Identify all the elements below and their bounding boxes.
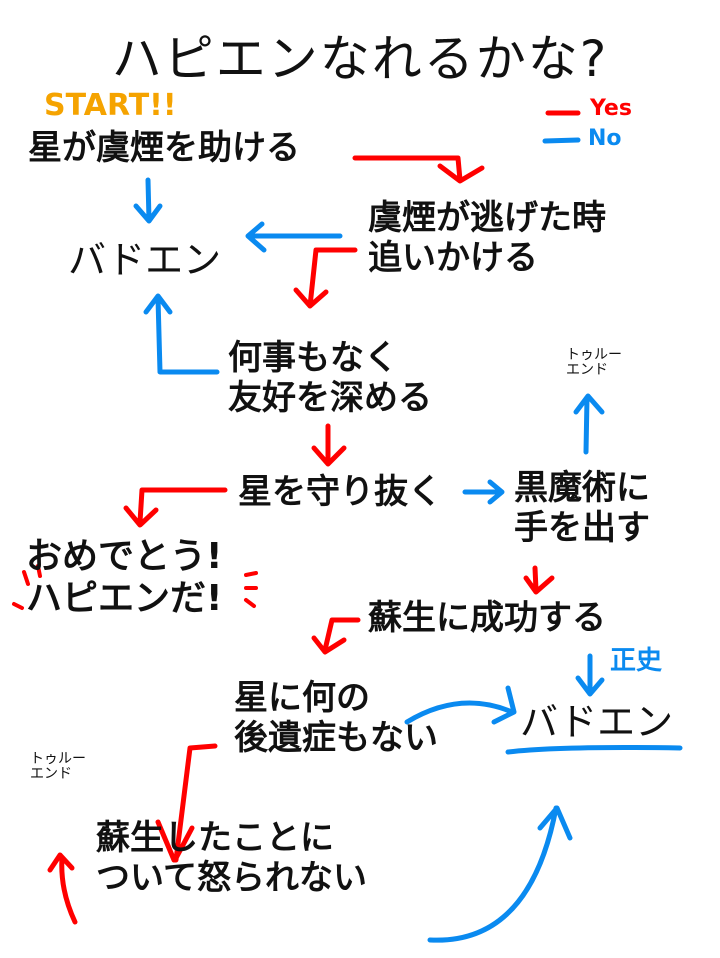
sparkle-marks-right bbox=[244, 571, 258, 608]
arrow-no-noaftereffects-to-badend2 bbox=[404, 685, 517, 725]
arrow-no-friendship-to-badend bbox=[143, 293, 220, 375]
arrow-yes-noaftereffects-to-notscolded bbox=[155, 743, 218, 863]
canon-label: 正史 bbox=[610, 646, 663, 676]
arrow-yes-notscolded-to-trueend2 bbox=[47, 852, 78, 925]
node-revive: 蘇生に成功する bbox=[368, 598, 606, 638]
node-friendship: 何事もなく 友好を深める bbox=[228, 338, 432, 419]
arrow-yes-protect-to-happyend bbox=[123, 487, 228, 528]
node-true-end-2: トゥルー エンド bbox=[30, 751, 86, 783]
sparkle-marks-left bbox=[12, 564, 42, 610]
node-black-magic: 黒魔術に 手を出す bbox=[514, 468, 650, 549]
node-not-scolded: 蘇生したことに ついて怒られない bbox=[96, 818, 367, 899]
arrow-yes-help-to-chase bbox=[352, 155, 485, 184]
node-bad-end-2: バドエン bbox=[520, 700, 674, 744]
node-happy-end: おめでとう! ハピエンだ! bbox=[26, 536, 223, 620]
arrow-yes-chase-to-friendship bbox=[293, 247, 358, 309]
node-chase: 虞煙が逃げた時 追いかける bbox=[368, 198, 606, 279]
arrow-yes-blackmagic-to-revive bbox=[523, 565, 555, 595]
arrow-no-revive-to-badend2 bbox=[575, 653, 605, 697]
arrow-yes-friendship-to-protect bbox=[311, 423, 347, 467]
node-no-aftereffects: 星に何の 後遺症もない bbox=[234, 678, 438, 759]
arrow-no-protect-to-blackmagic bbox=[462, 479, 505, 505]
node-true-end-1: トゥルー エンド bbox=[566, 347, 622, 379]
legend-no-label: No bbox=[588, 126, 622, 151]
node-protect: 星を守り抜く bbox=[238, 472, 442, 512]
arrow-no-help-to-badend bbox=[133, 177, 163, 224]
legend-yes-label: Yes bbox=[590, 96, 632, 121]
legend-no-line bbox=[542, 137, 581, 144]
start-label: START!! bbox=[44, 88, 177, 123]
badend2-underline bbox=[505, 745, 683, 755]
arrow-yes-revive-to-noaftereffects bbox=[311, 617, 361, 655]
node-help: 星が虞煙を助ける bbox=[28, 128, 300, 168]
arrow-no-blackmagic-to-trueend bbox=[573, 393, 605, 455]
page-title: ハピエンなれるかな? bbox=[111, 30, 609, 88]
arrow-no-chase-to-badend bbox=[245, 221, 343, 253]
arrow-no-notscolded-to-badend2 bbox=[427, 805, 573, 943]
node-bad-end-1: バドエン bbox=[68, 238, 222, 282]
